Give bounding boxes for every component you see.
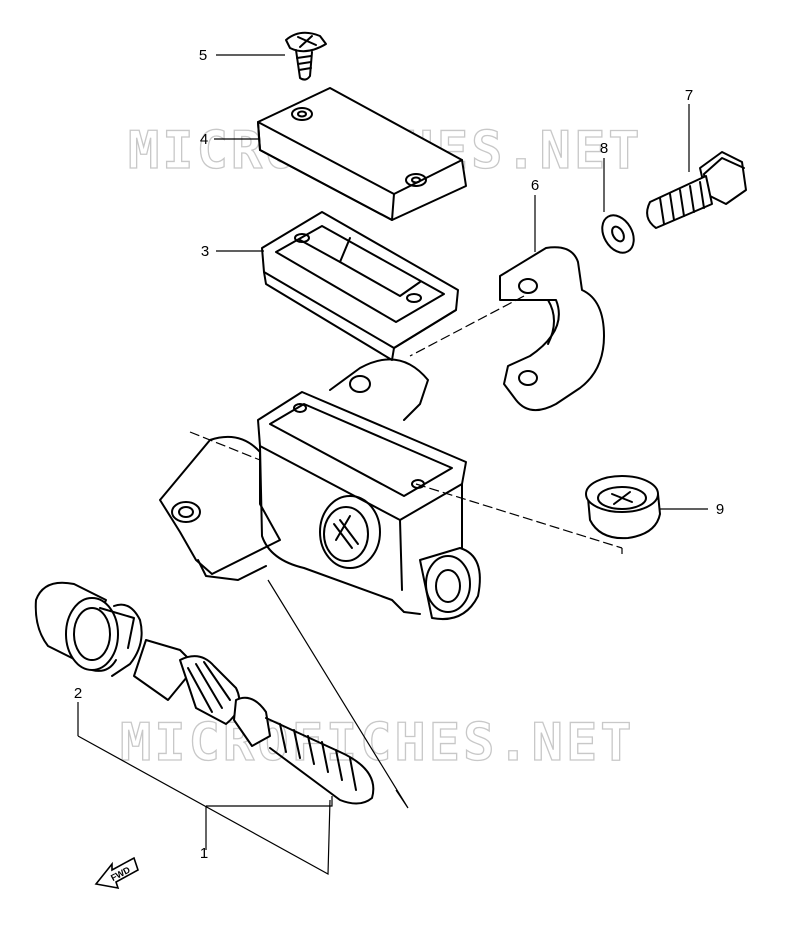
reservoir-cap-part (257, 87, 467, 221)
callout-8: 8 (600, 140, 608, 157)
watermark-bottom: MICROFICHES.NET (120, 713, 635, 773)
leader-lines (77, 54, 708, 876)
callout-6: 6 (531, 177, 539, 194)
dust-cap-part (585, 475, 661, 540)
fwd-arrow-icon: FWD (94, 856, 139, 890)
holder-clamp-part (499, 246, 605, 411)
callout-4: 4 (200, 131, 208, 148)
cap-screw-part (285, 31, 327, 81)
callout-9: 9 (716, 501, 724, 518)
callout-7: 7 (685, 87, 693, 104)
callout-1: 1 (200, 845, 208, 862)
callout-2: 2 (74, 685, 82, 702)
callout-3: 3 (201, 243, 209, 260)
piston-assembly-part (34, 581, 375, 805)
diaphragm-part (261, 211, 459, 361)
holder-bolt-part (646, 151, 747, 229)
callout-5: 5 (199, 47, 207, 64)
master-cylinder-body (159, 358, 481, 620)
washer-part (601, 214, 635, 254)
